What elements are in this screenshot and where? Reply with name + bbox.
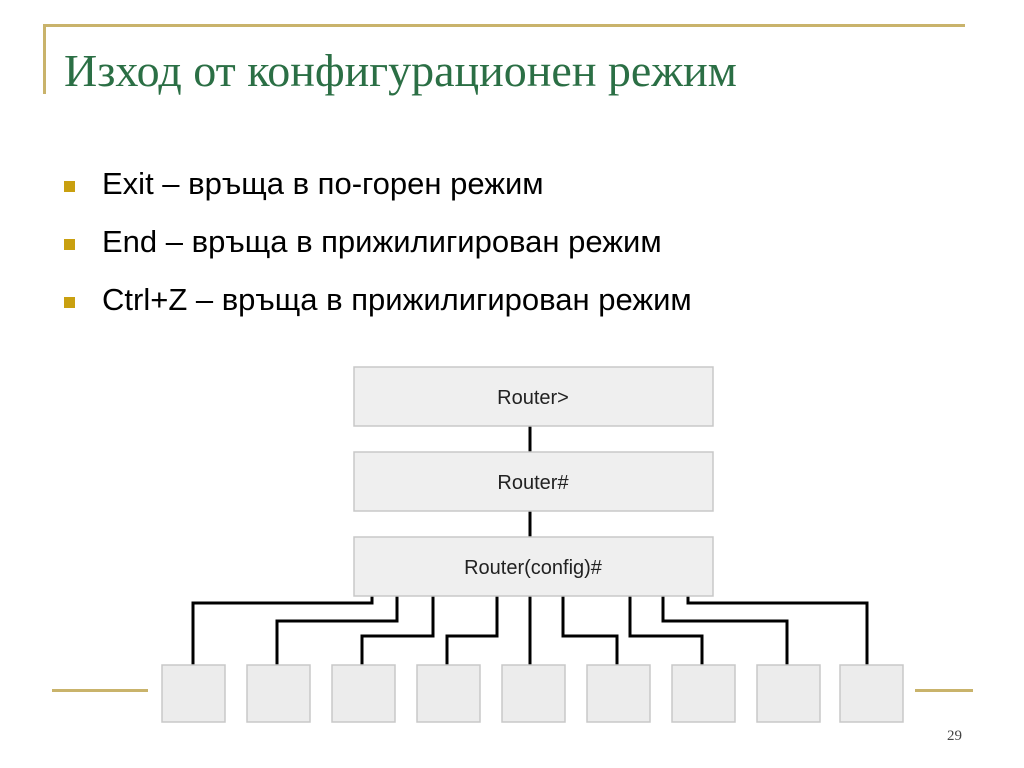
bullet-item-exit: Exit – връща в по-горен режим bbox=[62, 160, 692, 218]
mode-box-privileged-rect bbox=[353, 451, 714, 512]
mode-label-config: Router(config)# bbox=[464, 557, 603, 579]
submode-box bbox=[671, 664, 736, 723]
bullet-text: Exit – връща в по-горен режим bbox=[102, 166, 544, 201]
submode-connector bbox=[628, 596, 704, 665]
mode-label-user: Router> bbox=[497, 387, 569, 409]
bullet-text: End – връща в прижилигирован режим bbox=[102, 224, 662, 259]
mode-box-config-rect bbox=[353, 536, 714, 597]
bullet-text: Ctrl+Z – връща в прижилигирован режим bbox=[102, 282, 692, 317]
slide-title: Изход от конфигурационен режим bbox=[64, 45, 737, 96]
bullet-list: Exit – връща в по-горен режим End – връщ… bbox=[62, 160, 692, 334]
submode-box bbox=[416, 664, 481, 723]
square-bullet-icon bbox=[64, 181, 75, 192]
mode-box-privileged: Router# bbox=[353, 451, 714, 512]
submode-connector bbox=[561, 596, 619, 665]
submode-box bbox=[161, 664, 226, 723]
submode-connector bbox=[661, 596, 789, 665]
page-number: 29 bbox=[947, 728, 962, 744]
submode-box bbox=[246, 664, 311, 723]
square-bullet-icon bbox=[64, 239, 75, 250]
bullet-item-end: End – връща в прижилигирован режим bbox=[62, 218, 692, 276]
bullet-item-ctrl-z: Ctrl+Z – връща в прижилигирован режим bbox=[62, 276, 692, 334]
mode-box-user: Router> bbox=[353, 366, 714, 427]
footer-accent-line-right bbox=[915, 689, 973, 692]
submode-connector bbox=[360, 596, 435, 665]
top-accent-line bbox=[43, 24, 965, 27]
submode-boxes bbox=[161, 664, 904, 723]
submode-box bbox=[756, 664, 821, 723]
square-bullet-icon bbox=[64, 297, 75, 308]
submode-box bbox=[331, 664, 396, 723]
submode-box bbox=[501, 664, 566, 723]
submode-connector bbox=[275, 596, 399, 665]
submode-connector bbox=[445, 596, 499, 665]
left-accent-line bbox=[43, 24, 46, 94]
diagram-connectors bbox=[191, 426, 869, 665]
submode-box bbox=[839, 664, 904, 723]
mode-label-privileged: Router# bbox=[497, 472, 569, 494]
mode-box-config: Router(config)# bbox=[353, 536, 714, 597]
submode-connector bbox=[191, 596, 374, 665]
submode-box bbox=[586, 664, 651, 723]
footer-accent-line-left bbox=[52, 689, 148, 692]
mode-box-user-rect bbox=[353, 366, 714, 427]
submode-connector bbox=[686, 596, 869, 665]
